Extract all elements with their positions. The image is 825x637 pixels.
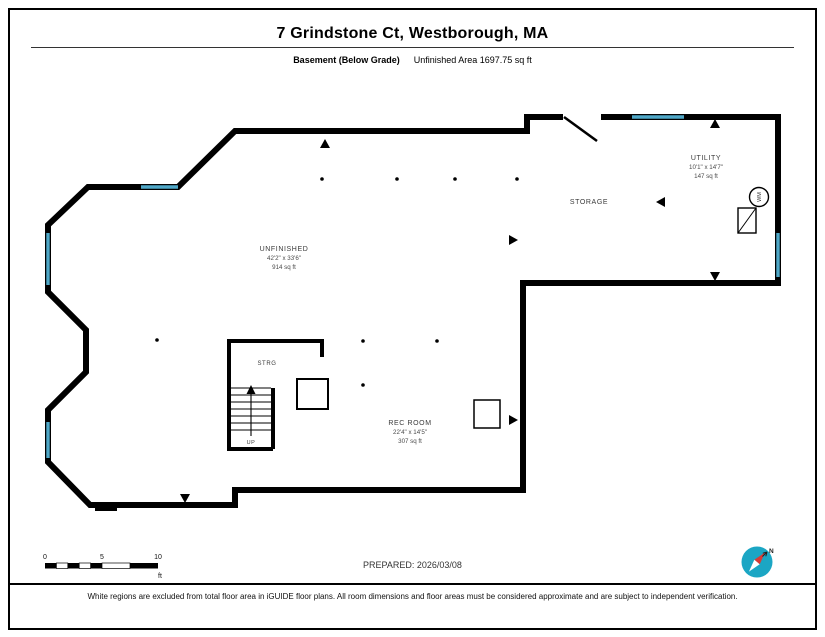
title-divider	[31, 47, 794, 48]
unfinished-area-label: Unfinished Area 1697.75 sq ft	[413, 55, 532, 65]
room-label-unfinished: UNFINISHED	[260, 246, 309, 253]
windows	[46, 115, 780, 458]
room-dims-utility: 10'1" x 14'7"	[689, 164, 723, 171]
interior-walls	[227, 339, 324, 451]
page-border	[8, 8, 817, 630]
arrow-left-icon	[656, 197, 665, 207]
arrow-right-icon	[509, 235, 518, 245]
stairs	[231, 385, 271, 436]
scale-tick-0: 0	[43, 554, 47, 561]
floor-label: Basement (Below Grade)	[293, 55, 400, 65]
arrow-up-icon	[320, 139, 330, 148]
room-label-rec-room: REC ROOM	[388, 420, 431, 427]
scale-bar: 0 5 10 ft	[43, 554, 162, 580]
washer-icon	[748, 186, 770, 208]
arrow-down-icon	[180, 494, 190, 503]
arrow-down-icon	[710, 272, 720, 281]
scale-unit: ft	[158, 573, 162, 580]
scale-tick-5: 5	[100, 554, 104, 561]
room-label-storage: STORAGE	[570, 199, 608, 206]
furnace-box	[296, 378, 329, 410]
compass-needle-north	[754, 552, 766, 565]
scale-tick-10: 10	[154, 554, 162, 561]
arrow-right-icon	[509, 415, 518, 425]
room-area-utility: 147 sq ft	[694, 173, 718, 180]
north-arrow-icon	[762, 551, 768, 557]
room-label-strg: STRG	[257, 361, 276, 367]
stairs-up-label: UP	[247, 440, 256, 446]
footer-divider	[10, 583, 815, 585]
stoop	[95, 505, 117, 511]
floor-subtitle: Basement (Below Grade) Unfinished Area 1…	[0, 55, 825, 65]
door-leaf	[563, 115, 598, 143]
room-area-rec-room: 307 sq ft	[398, 438, 422, 445]
page-title: 7 Grindstone Ct, Westborough, MA	[276, 25, 549, 42]
support-posts	[155, 177, 519, 387]
exterior-walls	[45, 114, 781, 508]
room-area-unfinished: 914 sq ft	[272, 264, 296, 271]
room-dims-unfinished: 42'2" x 33'6"	[267, 255, 301, 262]
direction-arrows	[180, 119, 720, 503]
compass-icon: N	[741, 546, 774, 578]
disclaimer-text: White regions are excluded from total fl…	[87, 592, 738, 601]
washer-label: WM	[757, 192, 763, 202]
room-label-utility: UTILITY	[691, 155, 721, 162]
arrow-up-icon	[710, 119, 720, 128]
utility-panel-icon	[737, 207, 757, 234]
north-label: N	[769, 548, 774, 555]
equipment-box	[473, 399, 501, 429]
stairs-up-arrow-icon	[246, 385, 256, 394]
room-dims-rec-room: 22'4" x 14'5"	[393, 429, 427, 436]
compass-needle-south	[748, 559, 760, 572]
prepared-date: PREPARED: 2026/03/08	[363, 560, 462, 570]
